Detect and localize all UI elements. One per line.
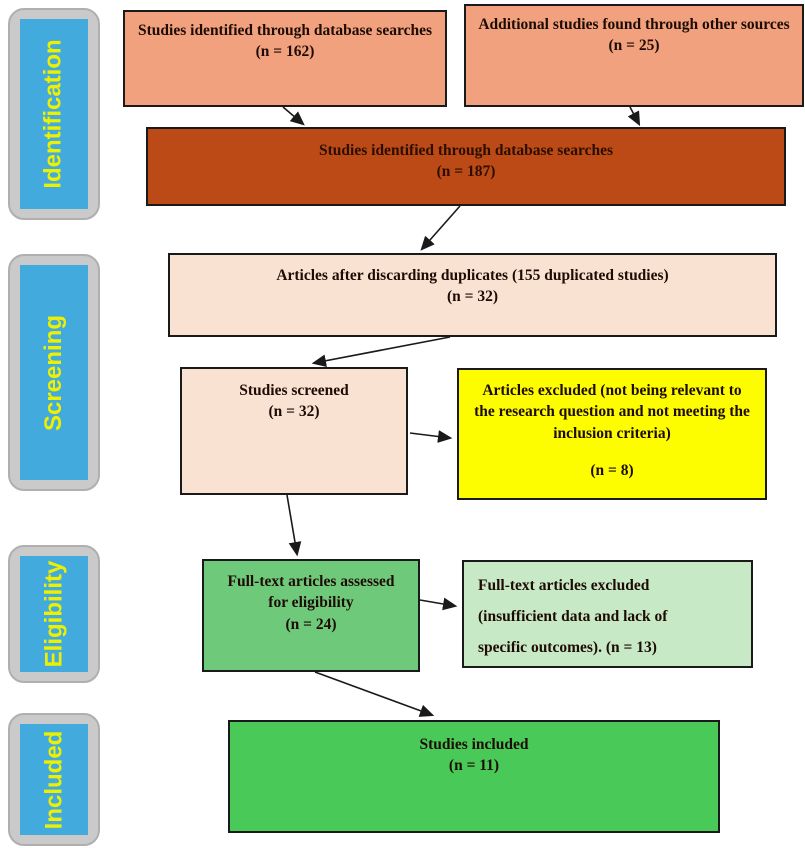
stage-panel-included: Included [20,724,88,835]
box-fulltext-excluded: Full-text articles excluded (insufficien… [462,560,753,668]
box-additional-count: (n = 25) [608,37,660,55]
arrow-screened-to-fulltext [286,494,302,557]
arrow-fulltext-to-excluded [419,597,458,611]
box-combined-count: (n = 187) [436,163,496,181]
box-combined-identified: Studies identified through database sear… [146,127,786,206]
box-screened: Studies screened (n = 32) [180,367,408,495]
box-fulltext-excluded-line2: (insufficient data and lack of [478,608,668,625]
box-excluded-screening-count: (n = 8) [590,462,634,480]
stage-label-eligibility: Eligibility [40,560,67,668]
stage-label-included: Included [40,730,68,829]
arrow-screened-to-excluded [409,430,453,443]
box-combined-text: Studies identified through database sear… [319,142,613,159]
box-deduplicated: Articles after discarding duplicates (15… [168,253,777,337]
stage-frame-screening: Screening [8,254,100,491]
box-included-count: (n = 11) [448,757,500,775]
arrow-fulltext-to-included [314,671,435,717]
box-identified-db-text: Studies identified through database sear… [138,22,432,39]
box-included-studies: Studies included (n = 11) [228,720,720,833]
box-identified-db: Studies identified through database sear… [123,10,447,107]
arrow-combined-to-deduplicated [420,205,461,251]
stage-frame-identification: Identification [8,8,100,220]
arrow-db-to-combined [282,106,305,126]
stage-label-identification: Identification [40,39,67,189]
arrow-additional-to-combined [627,106,641,127]
box-screened-count: (n = 32) [268,403,320,421]
box-fulltext-text: Full-text articles assessed for eligibil… [227,573,395,612]
stage-frame-eligibility: Eligibility [8,545,100,683]
stage-panel-eligibility: Eligibility [20,556,88,672]
stage-panel-identification: Identification [20,19,88,209]
arrow-deduplicated-to-screened [311,336,451,368]
stage-panel-screening: Screening [20,265,88,480]
box-identified-db-count: (n = 162) [255,43,315,61]
box-excluded-screening: Articles excluded (not being relevant to… [457,368,767,500]
box-additional-text: Additional studies found through other s… [478,16,790,33]
box-included-text: Studies included [419,736,529,753]
stage-frame-included: Included [8,713,100,846]
box-excluded-screening-text: Articles excluded (not being relevant to… [474,382,750,442]
box-deduplicated-count: (n = 32) [446,288,499,306]
box-fulltext-count: (n = 24) [285,615,337,633]
box-fulltext-excluded-line3: specific outcomes). (n = 13) [478,639,657,656]
stage-label-screening: Screening [40,314,68,431]
box-fulltext-assessed: Full-text articles assessed for eligibil… [202,559,420,672]
box-screened-text: Studies screened [239,382,349,399]
box-fulltext-excluded-line1: Full-text articles excluded [478,577,650,594]
box-deduplicated-text: Articles after discarding duplicates (15… [276,267,669,284]
box-additional-sources: Additional studies found through other s… [464,4,804,107]
